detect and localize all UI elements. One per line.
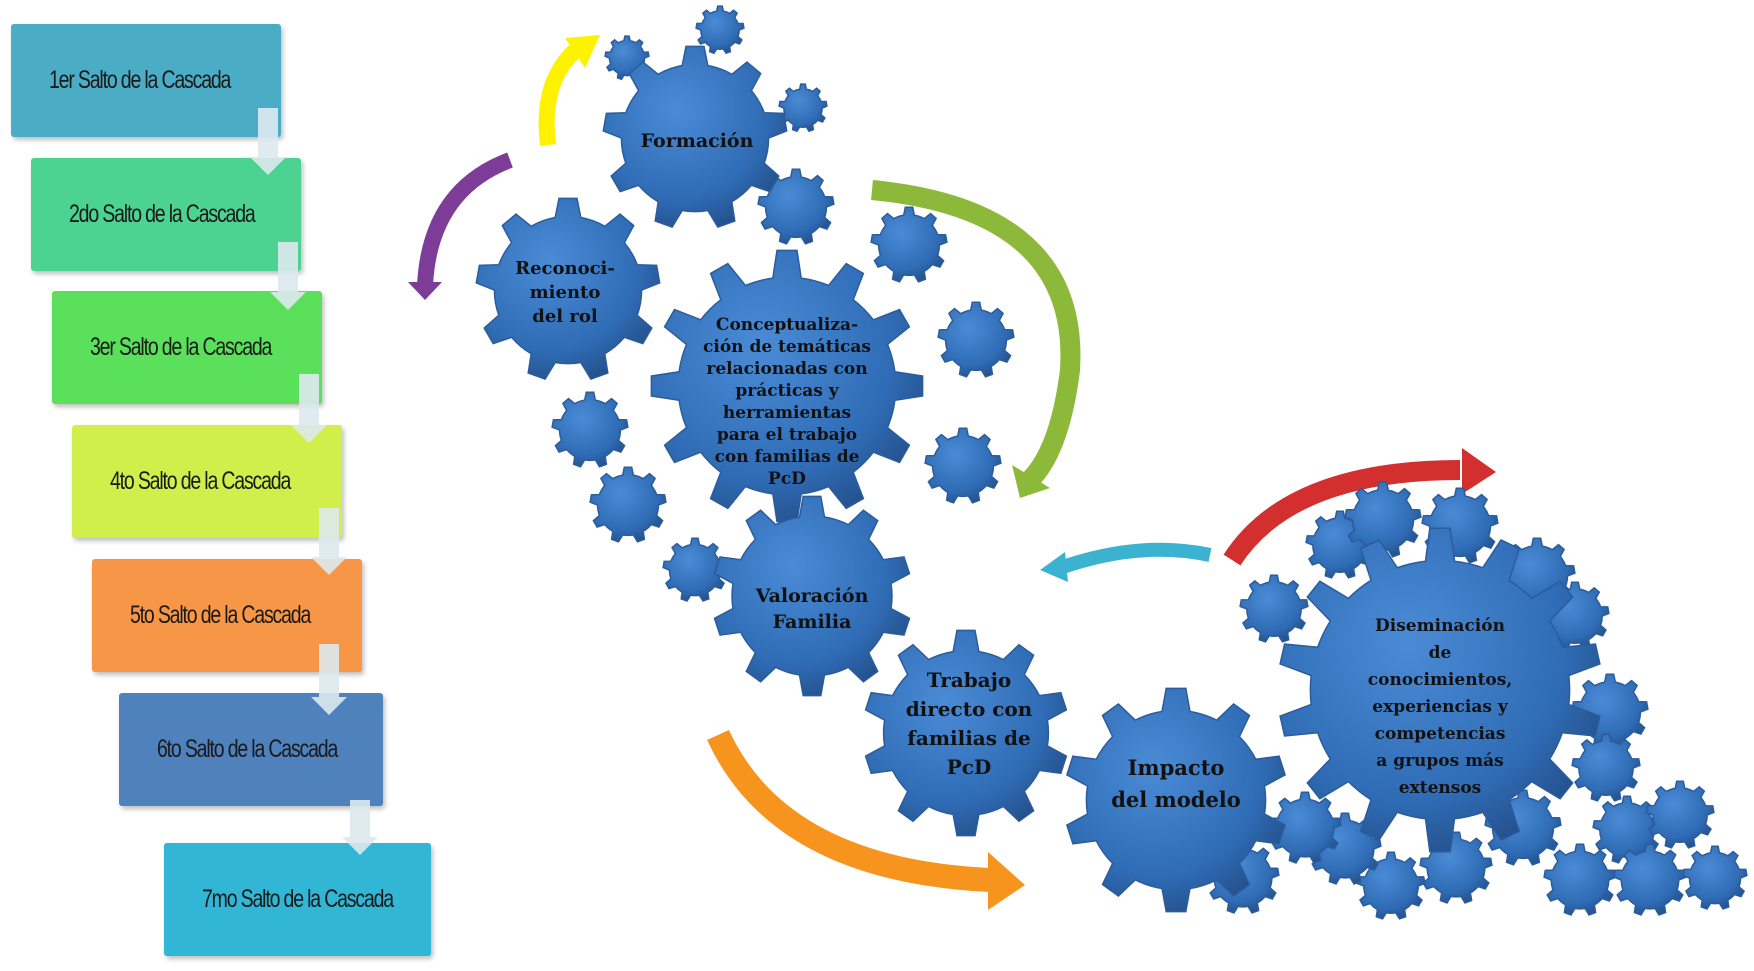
- gear-label-diseminacion-line-3: conocimientos,: [1368, 670, 1513, 690]
- gear-label-diseminacion-line-2: de: [1429, 643, 1452, 663]
- arrow-yellow: [538, 41, 584, 146]
- gear-label-conceptualizacion-line-6: para el trabajo: [717, 425, 857, 445]
- arrow-cyan-head: [1040, 552, 1068, 582]
- gear-label-conceptualizacion-line-7: con familias de: [715, 447, 860, 467]
- arrow-purple-head: [408, 282, 442, 300]
- gear-diseminacion: [1279, 527, 1601, 853]
- step-6: 6to Salto de la Cascada: [119, 693, 383, 806]
- small-gear-1: [695, 5, 745, 55]
- gear-label-trabajo: Trabajo directo con familias de PcD: [906, 668, 1033, 779]
- gear-trabajo: [864, 629, 1068, 837]
- step-3: 3er Salto de la Cascada: [52, 291, 322, 404]
- small-gear-11: [1239, 574, 1309, 643]
- gear-label-conceptualizacion-line-5: herramientas: [723, 403, 851, 423]
- step-7: 7mo Salto de la Cascada: [164, 843, 431, 956]
- gear-label-reconocimiento: Reconoci-miento del rol: [515, 258, 615, 327]
- gear-label-trabajo-line-2: directo con: [906, 697, 1033, 721]
- small-gear-3: [778, 83, 828, 133]
- small-gear-9: [589, 466, 667, 543]
- step-5: 5to Salto de la Cascada: [92, 559, 362, 672]
- step-2-label: 2do Salto de la Cascada: [69, 200, 256, 228]
- arrow-green: [871, 180, 1081, 488]
- small-gear-27: [1268, 791, 1342, 864]
- gear-label-diseminacion-line-5: competencias: [1375, 724, 1506, 744]
- gear-label-valoracion-line-2: Familia: [773, 611, 852, 633]
- gear-reconocimiento: [475, 197, 661, 381]
- step-connector-arrows: [250, 108, 378, 855]
- arrow-red: [1223, 460, 1461, 566]
- cascade-steps: 1er Salto de la Cascada 2do Salto de la …: [0, 0, 460, 971]
- small-gear-7: [924, 427, 1002, 504]
- gear-label-reconocimiento-line-2: miento: [530, 282, 601, 303]
- arrow-yellow-head: [565, 35, 600, 68]
- gear-label-reconocimiento-line-1: Reconoci-: [515, 258, 615, 279]
- step-2: 2do Salto de la Cascada: [31, 158, 301, 271]
- gear-label-impacto-line-2: del modelo: [1111, 787, 1241, 812]
- arrow-purple: [417, 152, 513, 286]
- gear-label-diseminacion-line-6: a grupos más: [1376, 751, 1503, 771]
- step-connector-arrow-4: [311, 508, 347, 575]
- gear-label-conceptualizacion-line-3: relacionadas con: [706, 359, 867, 379]
- gear-label-diseminacion-line-7: extensos: [1399, 778, 1481, 798]
- arrow-green-head: [1012, 465, 1050, 498]
- small-gear-13: [1344, 481, 1422, 558]
- step-1: 1er Salto de la Cascada: [11, 24, 281, 137]
- gear-conceptualizacion: [650, 249, 924, 523]
- gear-label-trabajo-line-3: familias de: [907, 726, 1030, 750]
- gear-label-valoracion-line-1: Valoración: [755, 585, 869, 607]
- step-connector-arrow-3: [291, 374, 327, 443]
- small-gear-10: [662, 537, 728, 602]
- gear-label-trabajo-line-1: Trabajo: [927, 668, 1011, 692]
- small-gear-28: [1613, 843, 1687, 916]
- arrow-cyan: [1057, 542, 1212, 575]
- step-3-label: 3er Salto de la Cascada: [90, 333, 272, 361]
- step-connector-arrow-1: [250, 108, 286, 175]
- gear-label-conceptualizacion-line-8: PcD: [768, 469, 806, 489]
- gear-label-diseminacion-line-4: experiencias y: [1372, 697, 1509, 717]
- gear-label-formacion-line-1: Formación: [641, 130, 754, 152]
- gear-label-diseminacion: Diseminación de conocimientos, experiencias…: [1368, 616, 1513, 798]
- step-connector-arrow-6: [342, 800, 378, 855]
- small-gear-4: [757, 168, 835, 245]
- gear-label-impacto-line-1: Impacto: [1128, 755, 1225, 780]
- gear-label-conceptualizacion-line-4: prácticas y: [735, 381, 839, 401]
- small-gear-6: [937, 301, 1015, 378]
- gear-label-formacion: Formación: [641, 130, 754, 152]
- step-connector-arrow-2: [270, 242, 306, 310]
- arrow-orange: [707, 729, 991, 892]
- gear-valoracion: [713, 495, 911, 697]
- small-gear-18: [1571, 733, 1641, 802]
- step-5-label: 5to Salto de la Cascada: [130, 601, 311, 629]
- step-1-label: 1er Salto de la Cascada: [49, 66, 231, 94]
- small-gear-20: [1645, 780, 1715, 849]
- gear-label-trabajo-line-4: PcD: [947, 755, 992, 779]
- step-4: 4to Salto de la Cascada: [72, 425, 342, 538]
- main-gears: [475, 45, 1601, 913]
- small-gear-21: [1543, 843, 1617, 916]
- step-7-label: 7mo Salto de la Cascada: [202, 885, 394, 913]
- gear-label-conceptualizacion-line-2: ción de temáticas: [703, 337, 871, 357]
- small-gear-5: [870, 206, 948, 283]
- small-gear-8: [551, 391, 629, 468]
- step-6-label: 6to Salto de la Cascada: [157, 735, 338, 763]
- gear-impacto: [1065, 687, 1287, 913]
- gear-label-conceptualizacion-line-1: Conceptualiza-: [716, 315, 858, 335]
- step-4-label: 4to Salto de la Cascada: [110, 467, 291, 495]
- small-gear-29: [1682, 845, 1748, 910]
- arrow-red-head: [1462, 448, 1496, 494]
- gear-label-diseminacion-line-1: Diseminación: [1375, 616, 1505, 636]
- gear-label-impacto: Impacto del modelo: [1111, 755, 1241, 812]
- curved-arrows: [408, 35, 1496, 910]
- step-connector-arrow-5: [311, 644, 347, 715]
- gear-label-reconocimiento-line-3: del rol: [532, 306, 598, 327]
- arrow-orange-head: [988, 852, 1025, 910]
- gear-formacion: [602, 45, 788, 229]
